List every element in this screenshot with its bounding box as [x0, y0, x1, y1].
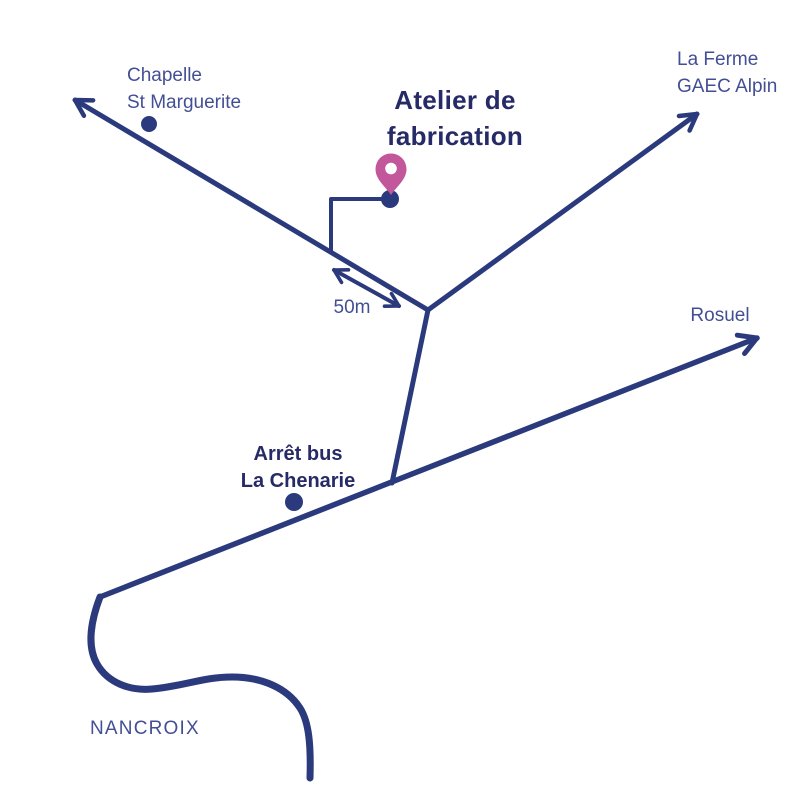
page-title: Atelier de fabrication [387, 82, 523, 154]
road-to-rosuel [97, 332, 760, 600]
label-ferme-line2: GAEC Alpin [677, 76, 778, 97]
label-rosuel: Rosuel [690, 305, 750, 326]
road-to-chapelle [72, 97, 431, 313]
road-junction-connector [389, 307, 431, 486]
label-bus-stop: Arrêt bus La Chenarie [241, 441, 355, 495]
atelier-dot [381, 190, 399, 208]
label-chapelle: Chapelle St Marguerite [127, 62, 241, 116]
label-bus-stop-line1: Arrêt bus [253, 443, 343, 465]
page-title-line2: fabrication [386, 121, 524, 151]
scale-double-arrow-icon [332, 268, 401, 308]
location-pin-icon [375, 153, 407, 195]
road-to-ferme [425, 111, 700, 313]
road-atelier-access [329, 197, 392, 253]
label-chapelle-line1: Chapelle [127, 65, 202, 86]
scale-label: 50m [333, 297, 371, 318]
road-nancroix-curve [87, 593, 314, 782]
label-nancroix: NANCROIX [90, 718, 200, 739]
chapelle-dot [141, 116, 157, 132]
page-title-line1: Atelier de [394, 85, 516, 115]
bus-stop-dot [285, 493, 303, 511]
label-ferme: La Ferme GAEC Alpin [677, 46, 777, 100]
label-chapelle-line2: St Marguerite [127, 92, 242, 113]
label-ferme-line1: La Ferme [677, 49, 759, 70]
label-bus-stop-line2: La Chenarie [240, 470, 356, 492]
